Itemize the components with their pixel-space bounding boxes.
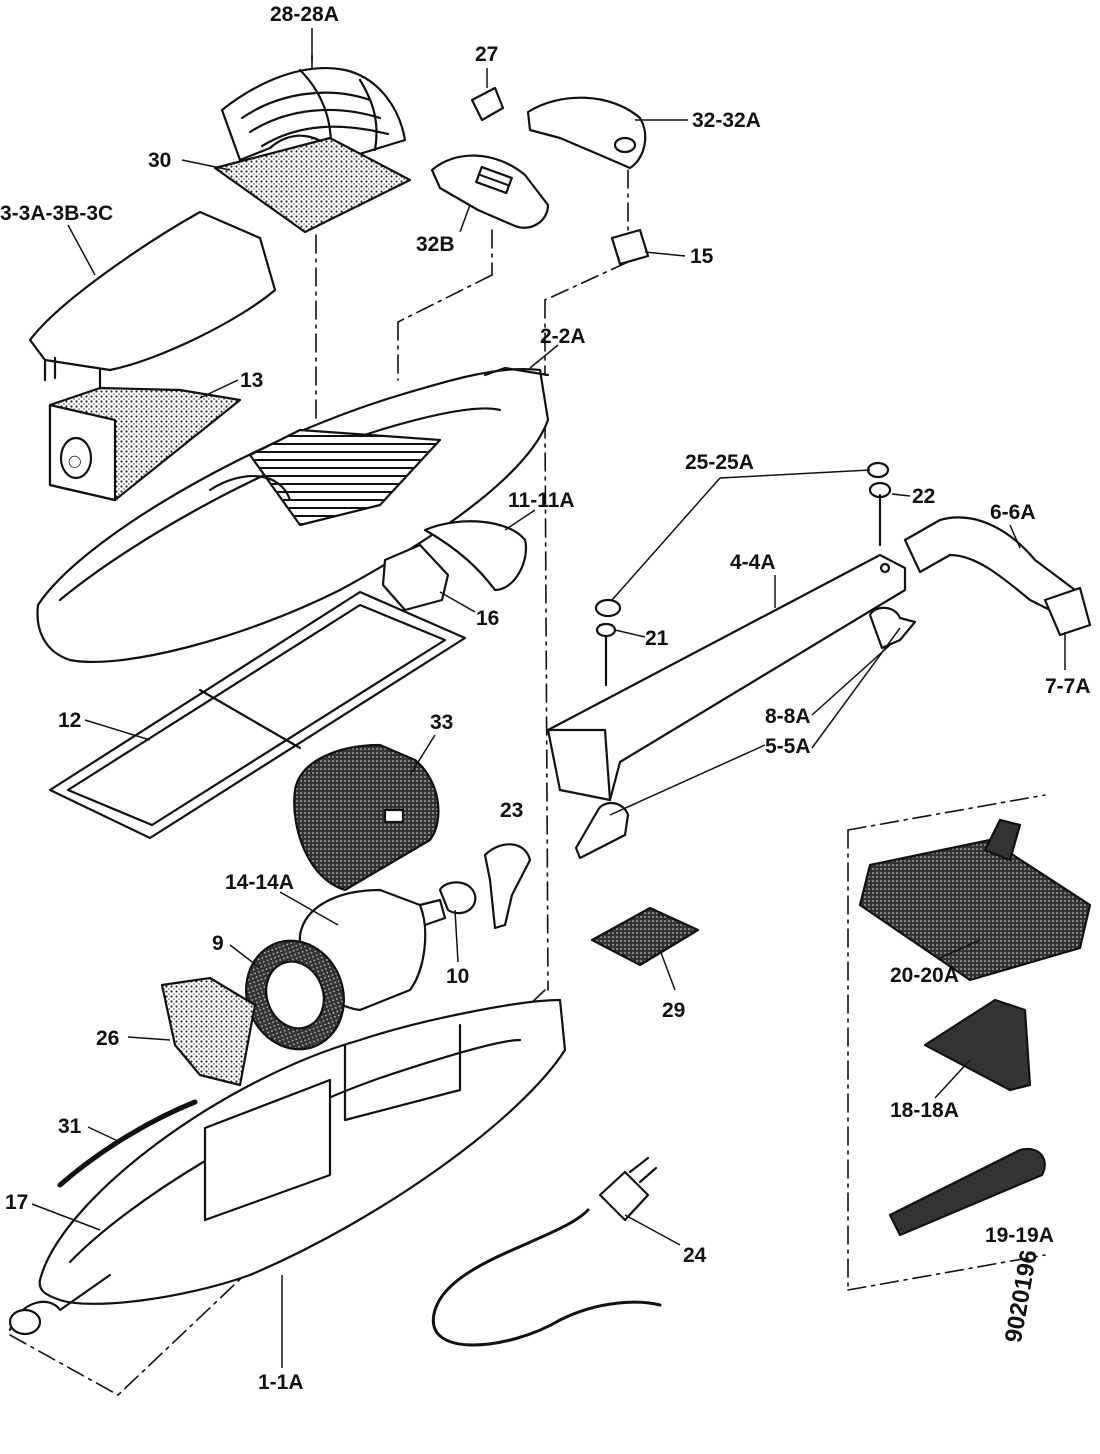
part-gasket (48, 590, 467, 840)
part-motor-clamp (438, 881, 477, 915)
svg-text:◯: ◯ (68, 454, 81, 468)
label-11-11a: 11-11A (508, 489, 575, 512)
part-hinge-cover (423, 520, 528, 592)
part-switch-cover (430, 154, 550, 229)
label-18-18a: 18-18A (890, 1099, 959, 1122)
label-4-4a: 4-4A (730, 551, 776, 574)
part-switch (610, 228, 650, 266)
part-tube-strip (57, 1099, 198, 1188)
label-10: 10 (446, 965, 470, 988)
label-17: 17 (5, 1191, 29, 1214)
label-8-8a: 8-8A (765, 705, 811, 728)
part-narrow-nozzle (888, 1147, 1046, 1237)
label-29: 29 (662, 999, 686, 1022)
leader-lines (31, 28, 1066, 1368)
label-20-20a: 20-20A (890, 964, 959, 987)
part-hand-grip (903, 516, 1092, 637)
part-crevice-nozzle (923, 998, 1032, 1092)
part-extension-tube (546, 553, 907, 802)
label-14-14a: 14-14A (225, 871, 294, 894)
part-motor-filter (293, 743, 440, 892)
label-31: 31 (58, 1115, 82, 1138)
part-switch-block (381, 543, 450, 612)
assembly-centerlines (9, 54, 1046, 1396)
label-21: 21 (645, 627, 669, 650)
label-9: 9 (212, 932, 224, 955)
part-plug-27 (470, 86, 505, 122)
label-6-6a: 6-6A (990, 501, 1036, 524)
label-30: 30 (148, 149, 172, 172)
label-24: 24 (683, 1244, 707, 1267)
part-grille-cover (220, 67, 407, 162)
label-23: 23 (500, 799, 524, 822)
part-screw-21 (594, 598, 622, 687)
part-lower-housing (8, 998, 567, 1336)
part-upper-housing (36, 366, 550, 664)
label-5-5a: 5-5A (765, 735, 811, 758)
part-clip-5 (574, 802, 630, 860)
part-lid (28, 210, 277, 402)
label-12: 12 (58, 709, 82, 732)
part-dust-bag: ◯ (48, 386, 242, 502)
part-floor-brush (858, 818, 1092, 982)
label-28-28a: 28-28A (270, 3, 339, 26)
label-33: 33 (430, 711, 454, 734)
part-motor-ring (245, 939, 345, 1051)
part-rating-label (590, 906, 700, 967)
label-25-25a: 25-25A (685, 451, 754, 474)
label-27: 27 (475, 43, 499, 66)
label-32b: 32B (416, 233, 455, 256)
label-22: 22 (912, 485, 936, 508)
label-26: 26 (96, 1027, 120, 1050)
label-15: 15 (690, 245, 714, 268)
label-2-2a: 2-2A (540, 325, 586, 348)
label-19-19a: 19-19A (985, 1224, 1054, 1247)
label-13: 13 (240, 369, 264, 392)
label-16: 16 (476, 607, 500, 630)
part-filter-pad (213, 136, 412, 234)
label-3-3a-3b-3c: 3-3A-3B-3C (0, 202, 114, 225)
part-baffle (160, 976, 257, 1087)
part-clip-8 (868, 606, 917, 650)
part-power-cord (431, 1156, 662, 1347)
label-7-7a: 7-7A (1045, 675, 1091, 698)
part-outlet (483, 843, 532, 930)
label-32-32a: 32-32A (692, 109, 761, 132)
label-1-1a: 1-1A (258, 1371, 304, 1394)
part-handle-cover (526, 96, 647, 170)
part-screw-22 (866, 461, 892, 547)
